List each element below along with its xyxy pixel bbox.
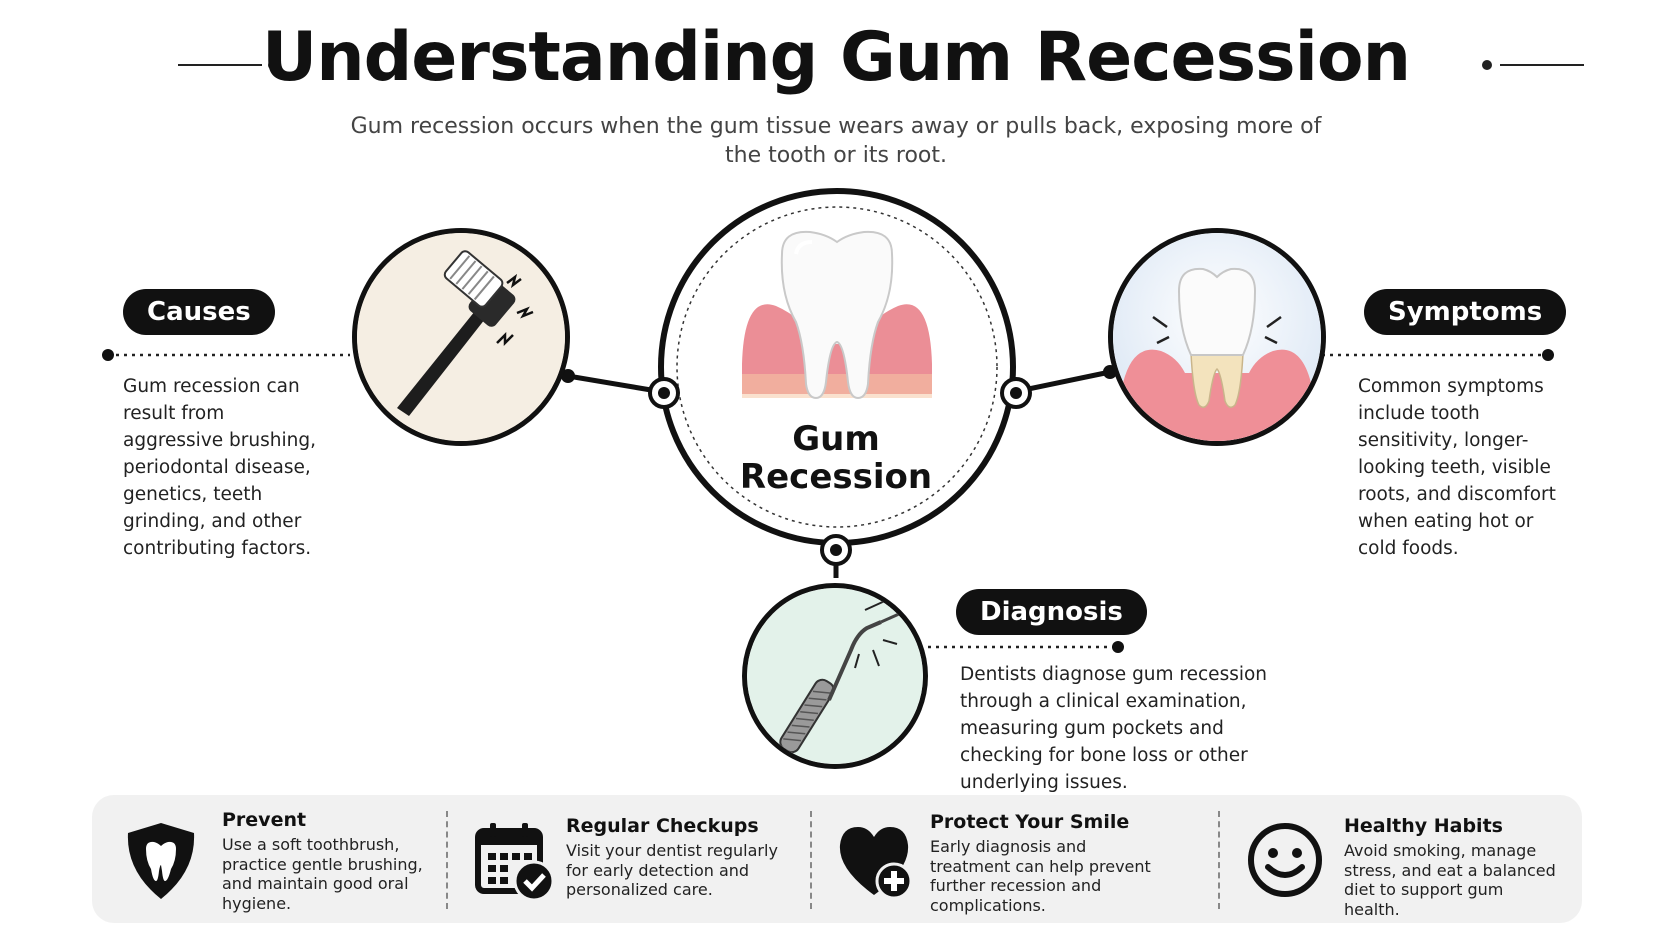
symptoms-label: Symptoms bbox=[1364, 289, 1567, 335]
center-title-line1: Gum bbox=[792, 419, 880, 459]
center-node-bottom bbox=[820, 534, 852, 566]
causes-connector bbox=[567, 373, 664, 395]
tip-prevent-text: Use a soft toothbrush, practice gentle b… bbox=[222, 835, 423, 913]
dental-probe-icon bbox=[747, 588, 923, 764]
toothbrush-icon bbox=[357, 233, 565, 441]
center-circle bbox=[658, 188, 1016, 546]
causes-end-dot bbox=[102, 349, 114, 361]
symptoms-end-dot bbox=[1542, 349, 1554, 361]
tip-checkups: Regular Checkups Visit your dentist regu… bbox=[454, 795, 804, 923]
tip-checkups-title: Regular Checkups bbox=[566, 815, 759, 837]
sensitive-tooth-icon bbox=[1113, 233, 1321, 441]
diagnosis-end-dot bbox=[1112, 641, 1124, 653]
gum-recession-tooth-icon bbox=[676, 206, 998, 528]
diagnosis-label: Diagnosis bbox=[956, 589, 1147, 635]
tip-protect-title: Protect Your Smile bbox=[930, 811, 1130, 833]
tip-habits-title: Healthy Habits bbox=[1344, 815, 1503, 837]
smiley-icon bbox=[1248, 823, 1322, 897]
causes-image-circle bbox=[352, 228, 570, 446]
tips-divider-2 bbox=[810, 811, 812, 909]
symptoms-description: Common symptoms include tooth sensitivit… bbox=[1358, 376, 1556, 559]
center-title-line2: Recession bbox=[739, 457, 933, 497]
tip-protect-text: Early diagnosis and treatment can help p… bbox=[930, 837, 1151, 915]
title-dot-right bbox=[1482, 60, 1492, 70]
center-node-left bbox=[648, 377, 680, 409]
title-dot-left bbox=[268, 60, 278, 70]
center-title: Gum Recession bbox=[712, 420, 960, 496]
tips-divider-1 bbox=[446, 811, 448, 909]
page-subtitle: Gum recession occurs when the gum tissue… bbox=[350, 114, 1322, 168]
center-node-right bbox=[1000, 377, 1032, 409]
tip-habits: Healthy Habits Avoid smoking, manage str… bbox=[1226, 795, 1576, 923]
symptoms-image-circle bbox=[1108, 228, 1326, 446]
tip-protect: Protect Your Smile Early diagnosis and t… bbox=[818, 795, 1198, 923]
title-rule-left bbox=[178, 64, 262, 66]
causes-description: Gum recession can result from aggressive… bbox=[123, 376, 316, 559]
causes-label: Causes bbox=[123, 289, 275, 335]
heart-plus-icon bbox=[839, 827, 913, 900]
tip-prevent: Prevent Use a soft toothbrush, practice … bbox=[92, 795, 442, 923]
causes-connector-dot bbox=[561, 369, 575, 383]
tips-panel: Prevent Use a soft toothbrush, practice … bbox=[92, 795, 1582, 923]
tip-prevent-title: Prevent bbox=[222, 809, 307, 831]
page-title: Understanding Gum Recession bbox=[261, 18, 1411, 97]
tip-checkups-text: Visit your dentist regularly for early d… bbox=[566, 841, 778, 899]
tip-habits-text: Avoid smoking, manage stress, and eat a … bbox=[1344, 841, 1556, 919]
diagnosis-image-circle bbox=[742, 583, 928, 769]
shield-tooth-icon bbox=[127, 823, 195, 899]
diagnosis-description: Dentists diagnose gum recession through … bbox=[960, 664, 1268, 793]
tips-divider-3 bbox=[1218, 811, 1220, 909]
title-rule-right bbox=[1500, 64, 1584, 66]
calendar-check-icon bbox=[475, 823, 555, 902]
